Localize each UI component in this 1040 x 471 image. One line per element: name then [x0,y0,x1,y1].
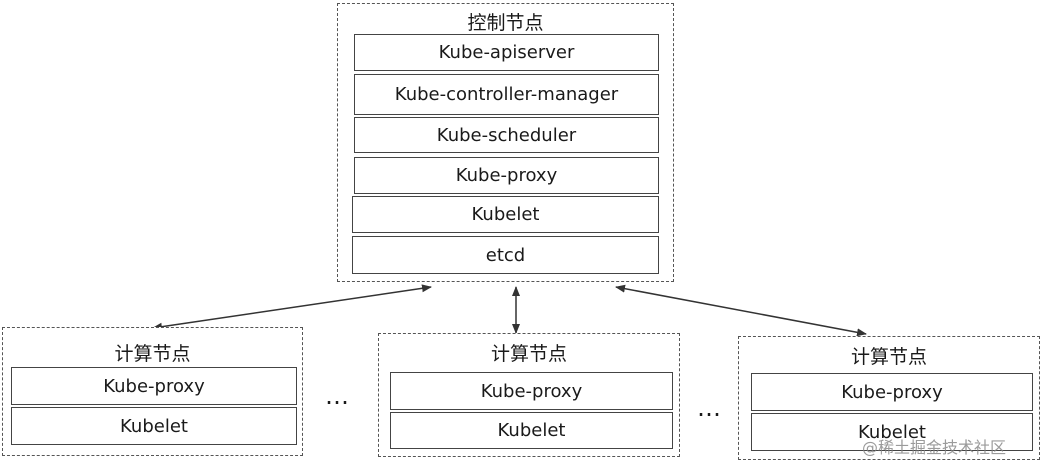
component-kubelet: Kubelet [751,413,1033,451]
compute-node-3: 计算节点 Kube-proxy Kubelet [738,336,1040,460]
compute-node-title: 计算节点 [850,346,927,368]
compute-node-2: 计算节点 Kube-proxy Kubelet [378,333,680,457]
component-kube-proxy: Kube-proxy [11,367,297,405]
compute-node-title: 计算节点 [114,343,191,365]
ellipsis-more-nodes: … [697,394,723,422]
component-kube-proxy: Kube-proxy [751,373,1033,411]
control-node-title: 控制节点 [467,12,544,34]
arrow-master-worker-1 [152,284,432,331]
component-kube-apiserver: Kube-apiserver [354,34,659,71]
component-kube-proxy: Kube-proxy [354,157,659,194]
component-kubelet: Kubelet [11,407,297,445]
component-etcd: etcd [352,236,659,274]
control-node: 控制节点 Kube-apiserver Kube-controller-mana… [337,3,674,282]
component-kube-controller-manager: Kube-controller-manager [354,74,659,115]
component-kube-scheduler: Kube-scheduler [354,117,659,153]
arrow-master-worker-3 [615,284,867,337]
compute-node-1: 计算节点 Kube-proxy Kubelet [2,327,303,456]
component-kubelet: Kubelet [390,412,673,449]
component-kubelet: Kubelet [352,196,659,233]
watermark-text: @稀土掘金技术社区 [862,438,1007,457]
compute-node-title: 计算节点 [490,343,567,365]
ellipsis-more-nodes: … [325,382,351,410]
component-kube-proxy: Kube-proxy [390,372,673,410]
